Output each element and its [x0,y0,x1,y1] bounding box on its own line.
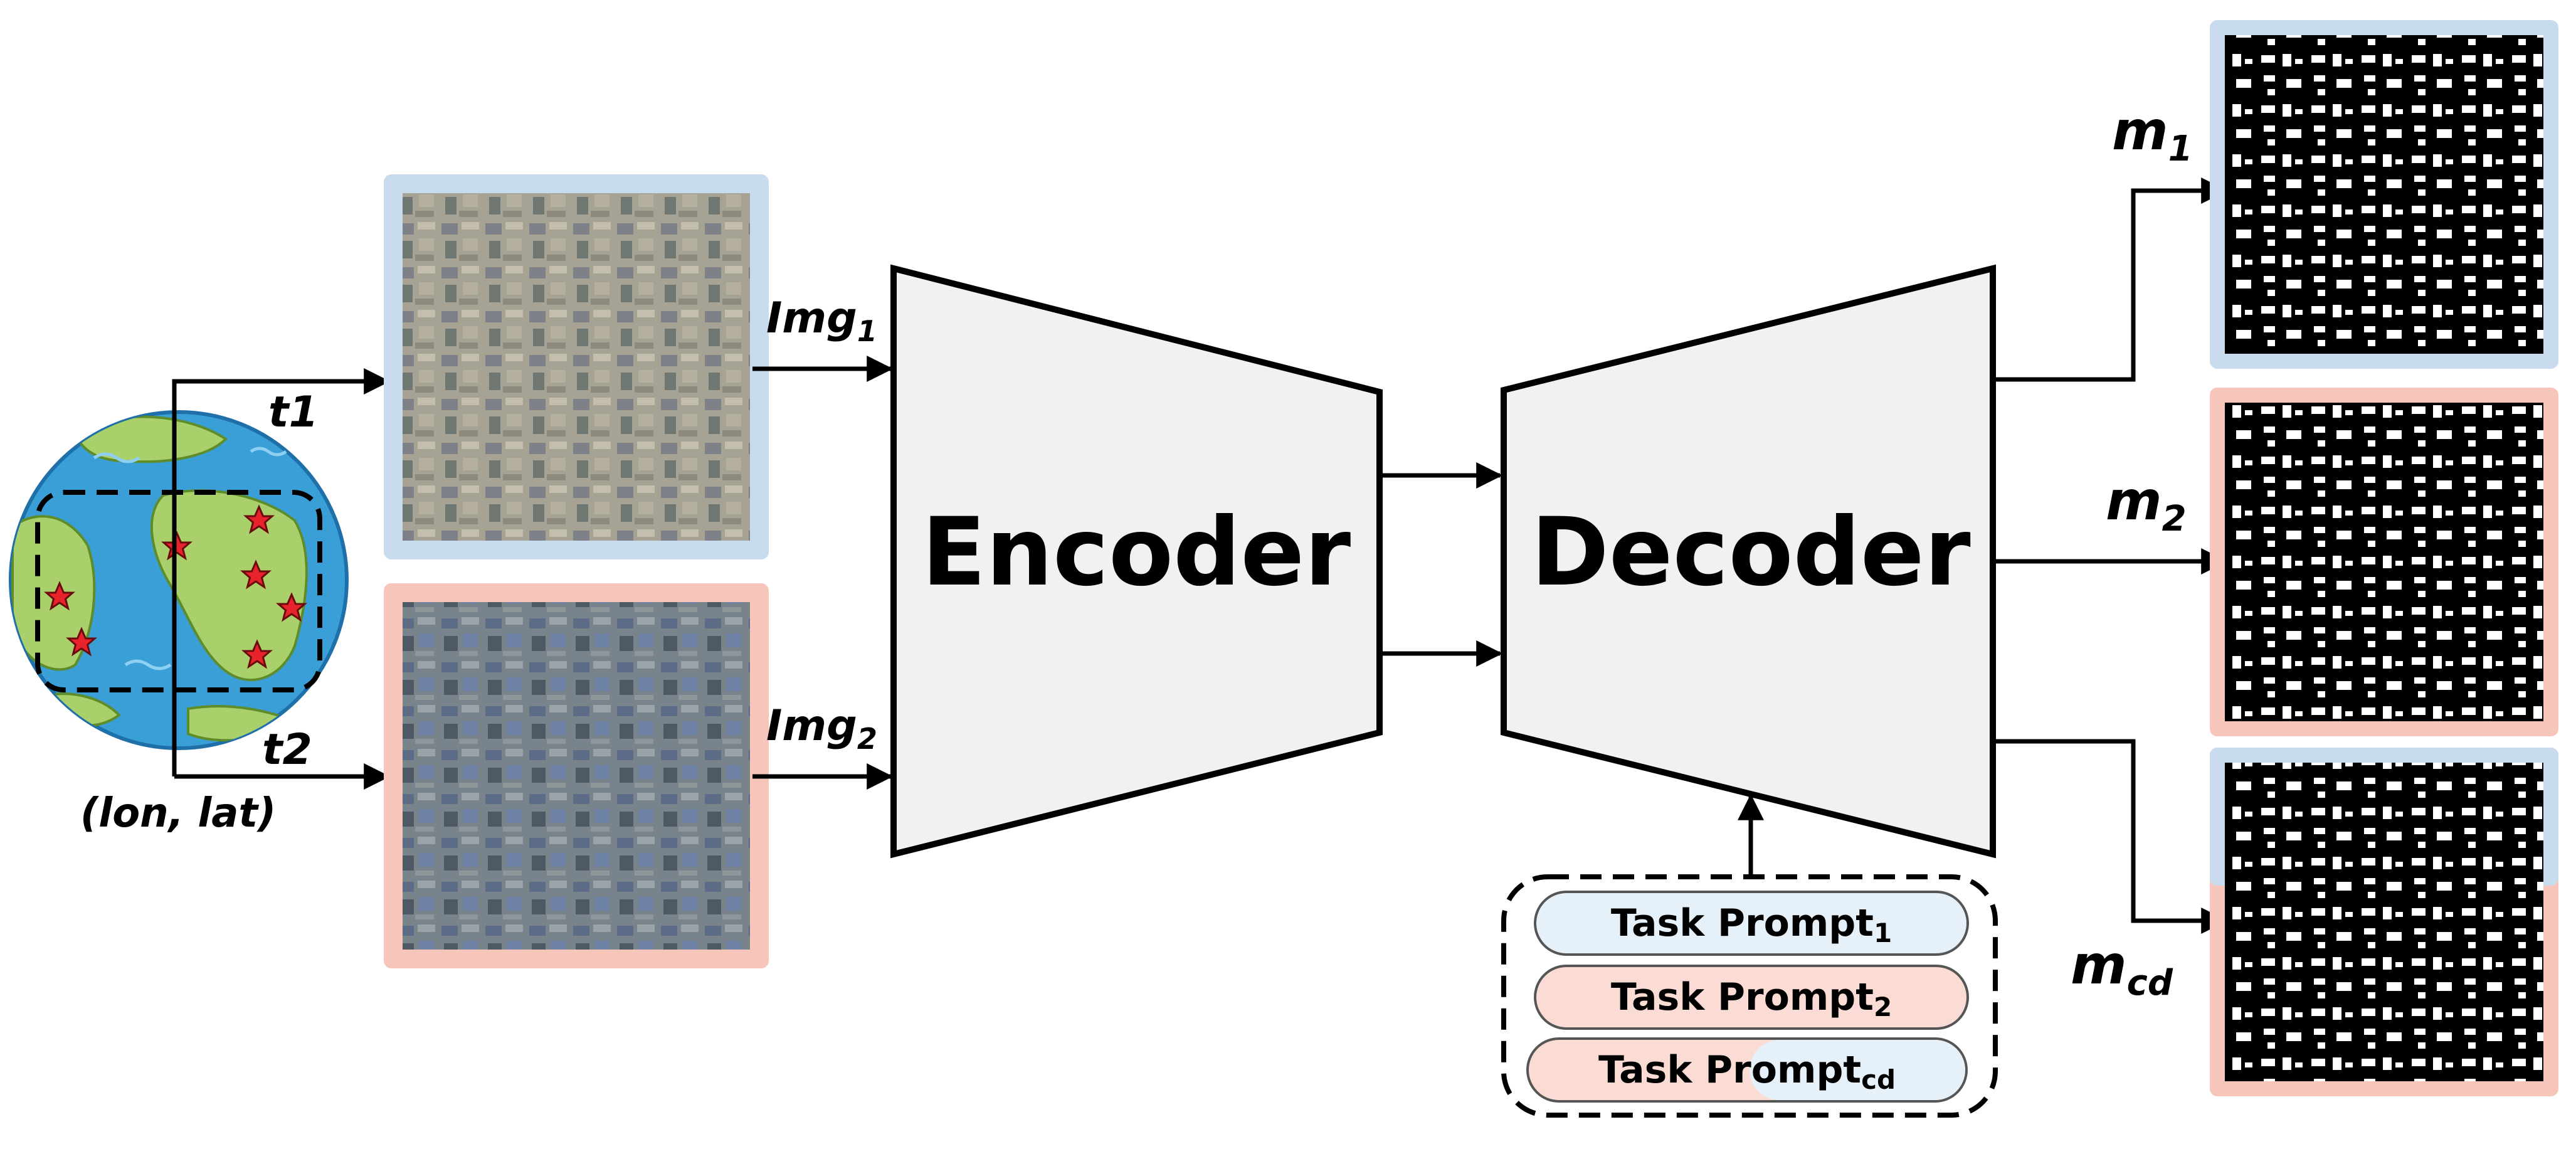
time-label-t1: t1 [268,388,319,437]
input-image-t1 [384,174,769,559]
star-icon [275,592,308,622]
output-label-mcd: mcd [2071,934,2173,1003]
decoder-to-output-arrows [1995,177,2228,934]
image-to-encoder-arrows [752,356,894,790]
input-image-t2 [384,583,769,968]
img2-label: Img2 [766,701,877,756]
output-label-m2: m2 [2106,470,2187,539]
task-prompt-2: Task Prompt2 [1534,965,1969,1030]
img1-label: Img1 [766,294,877,348]
svg-text:Task Prompt2: Task Prompt2 [1611,975,1892,1022]
task-prompt-1: Task Prompt1 [1534,891,1969,956]
coordinate-label: (lon, lat) [80,790,276,837]
encoder-to-decoder-arrows [1383,462,1503,667]
svg-text:Task Promptcd: Task Promptcd [1598,1048,1896,1095]
decoder-block: Decoder [1501,264,1996,859]
earth-globe-icon [9,410,349,750]
task-prompt-cd: Task Promptcd [1526,1037,1968,1103]
output-mask-m2 [2210,388,2558,736]
star-icon [241,639,273,669]
encoder-label: Encoder [922,498,1351,607]
encoder-block: Encoder [890,264,1383,859]
star-icon [243,504,275,534]
svg-text:Task Prompt1: Task Prompt1 [1611,901,1892,948]
star-icon [240,559,272,590]
output-mask-mcd [2210,748,2558,1096]
star-icon [161,531,193,561]
decoder-label: Decoder [1531,498,1970,607]
star-icon [43,581,76,611]
time-branch-lines [172,368,391,790]
output-label-m1: m1 [2112,100,2193,169]
task-prompt-group: Task Prompt1 Task Prompt2 Task Promptcd [1501,874,1998,1118]
output-mask-m1 [2210,20,2558,369]
star-icon [65,627,98,657]
time-label-t2: t2 [262,725,312,775]
